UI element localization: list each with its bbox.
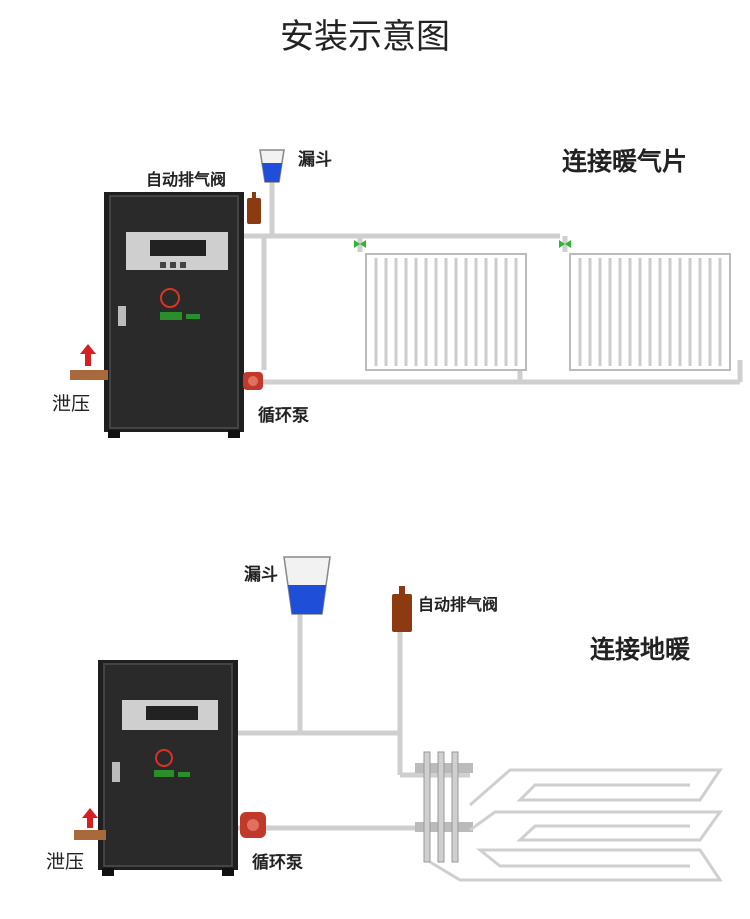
air-valve-top	[247, 192, 261, 224]
relief-label-top: 泄压	[52, 393, 90, 415]
funnel-bottom	[283, 556, 331, 615]
floor-heating-section: 漏斗 自动排气阀 泄压	[46, 556, 723, 882]
relief-valve-top	[70, 344, 108, 380]
door-lock	[118, 306, 126, 326]
floor-pipes	[237, 612, 470, 831]
radiator-pipes	[243, 180, 743, 385]
floor-heating-loops	[429, 768, 723, 882]
pump-top	[243, 372, 263, 390]
funnel-label-top: 漏斗	[298, 150, 332, 170]
pump-label-top: 循环泵	[258, 405, 309, 426]
pump-label-bottom: 循环泵	[252, 852, 303, 873]
brand-logo	[160, 288, 200, 320]
boiler-cabinet	[104, 192, 244, 438]
radiator-heading: 连接暖气片	[562, 147, 687, 176]
door-lock-bottom	[112, 762, 120, 782]
floor-heating-heading: 连接地暖	[590, 635, 691, 664]
boiler-cabinet-bottom	[98, 660, 238, 876]
funnel-label-bottom: 漏斗	[244, 565, 278, 585]
radiator-1	[365, 253, 527, 371]
radiator-2	[569, 253, 731, 371]
air-valve-label-top: 自动排气阀	[146, 170, 226, 189]
relief-valve-bottom	[74, 808, 106, 840]
funnel-top	[259, 149, 285, 183]
radiator-section: 漏斗 自动排气阀	[52, 147, 743, 438]
air-valve-label-bottom: 自动排气阀	[418, 595, 498, 614]
relief-label-bottom: 泄压	[46, 851, 84, 873]
pump-bottom	[240, 812, 266, 838]
brand-logo-bottom	[154, 749, 190, 777]
radiator-valve-2	[559, 240, 571, 248]
radiator-valve-1	[354, 240, 366, 248]
air-valve-bottom	[392, 586, 412, 632]
manifold	[415, 751, 473, 863]
page-title: 安装示意图	[280, 17, 450, 57]
